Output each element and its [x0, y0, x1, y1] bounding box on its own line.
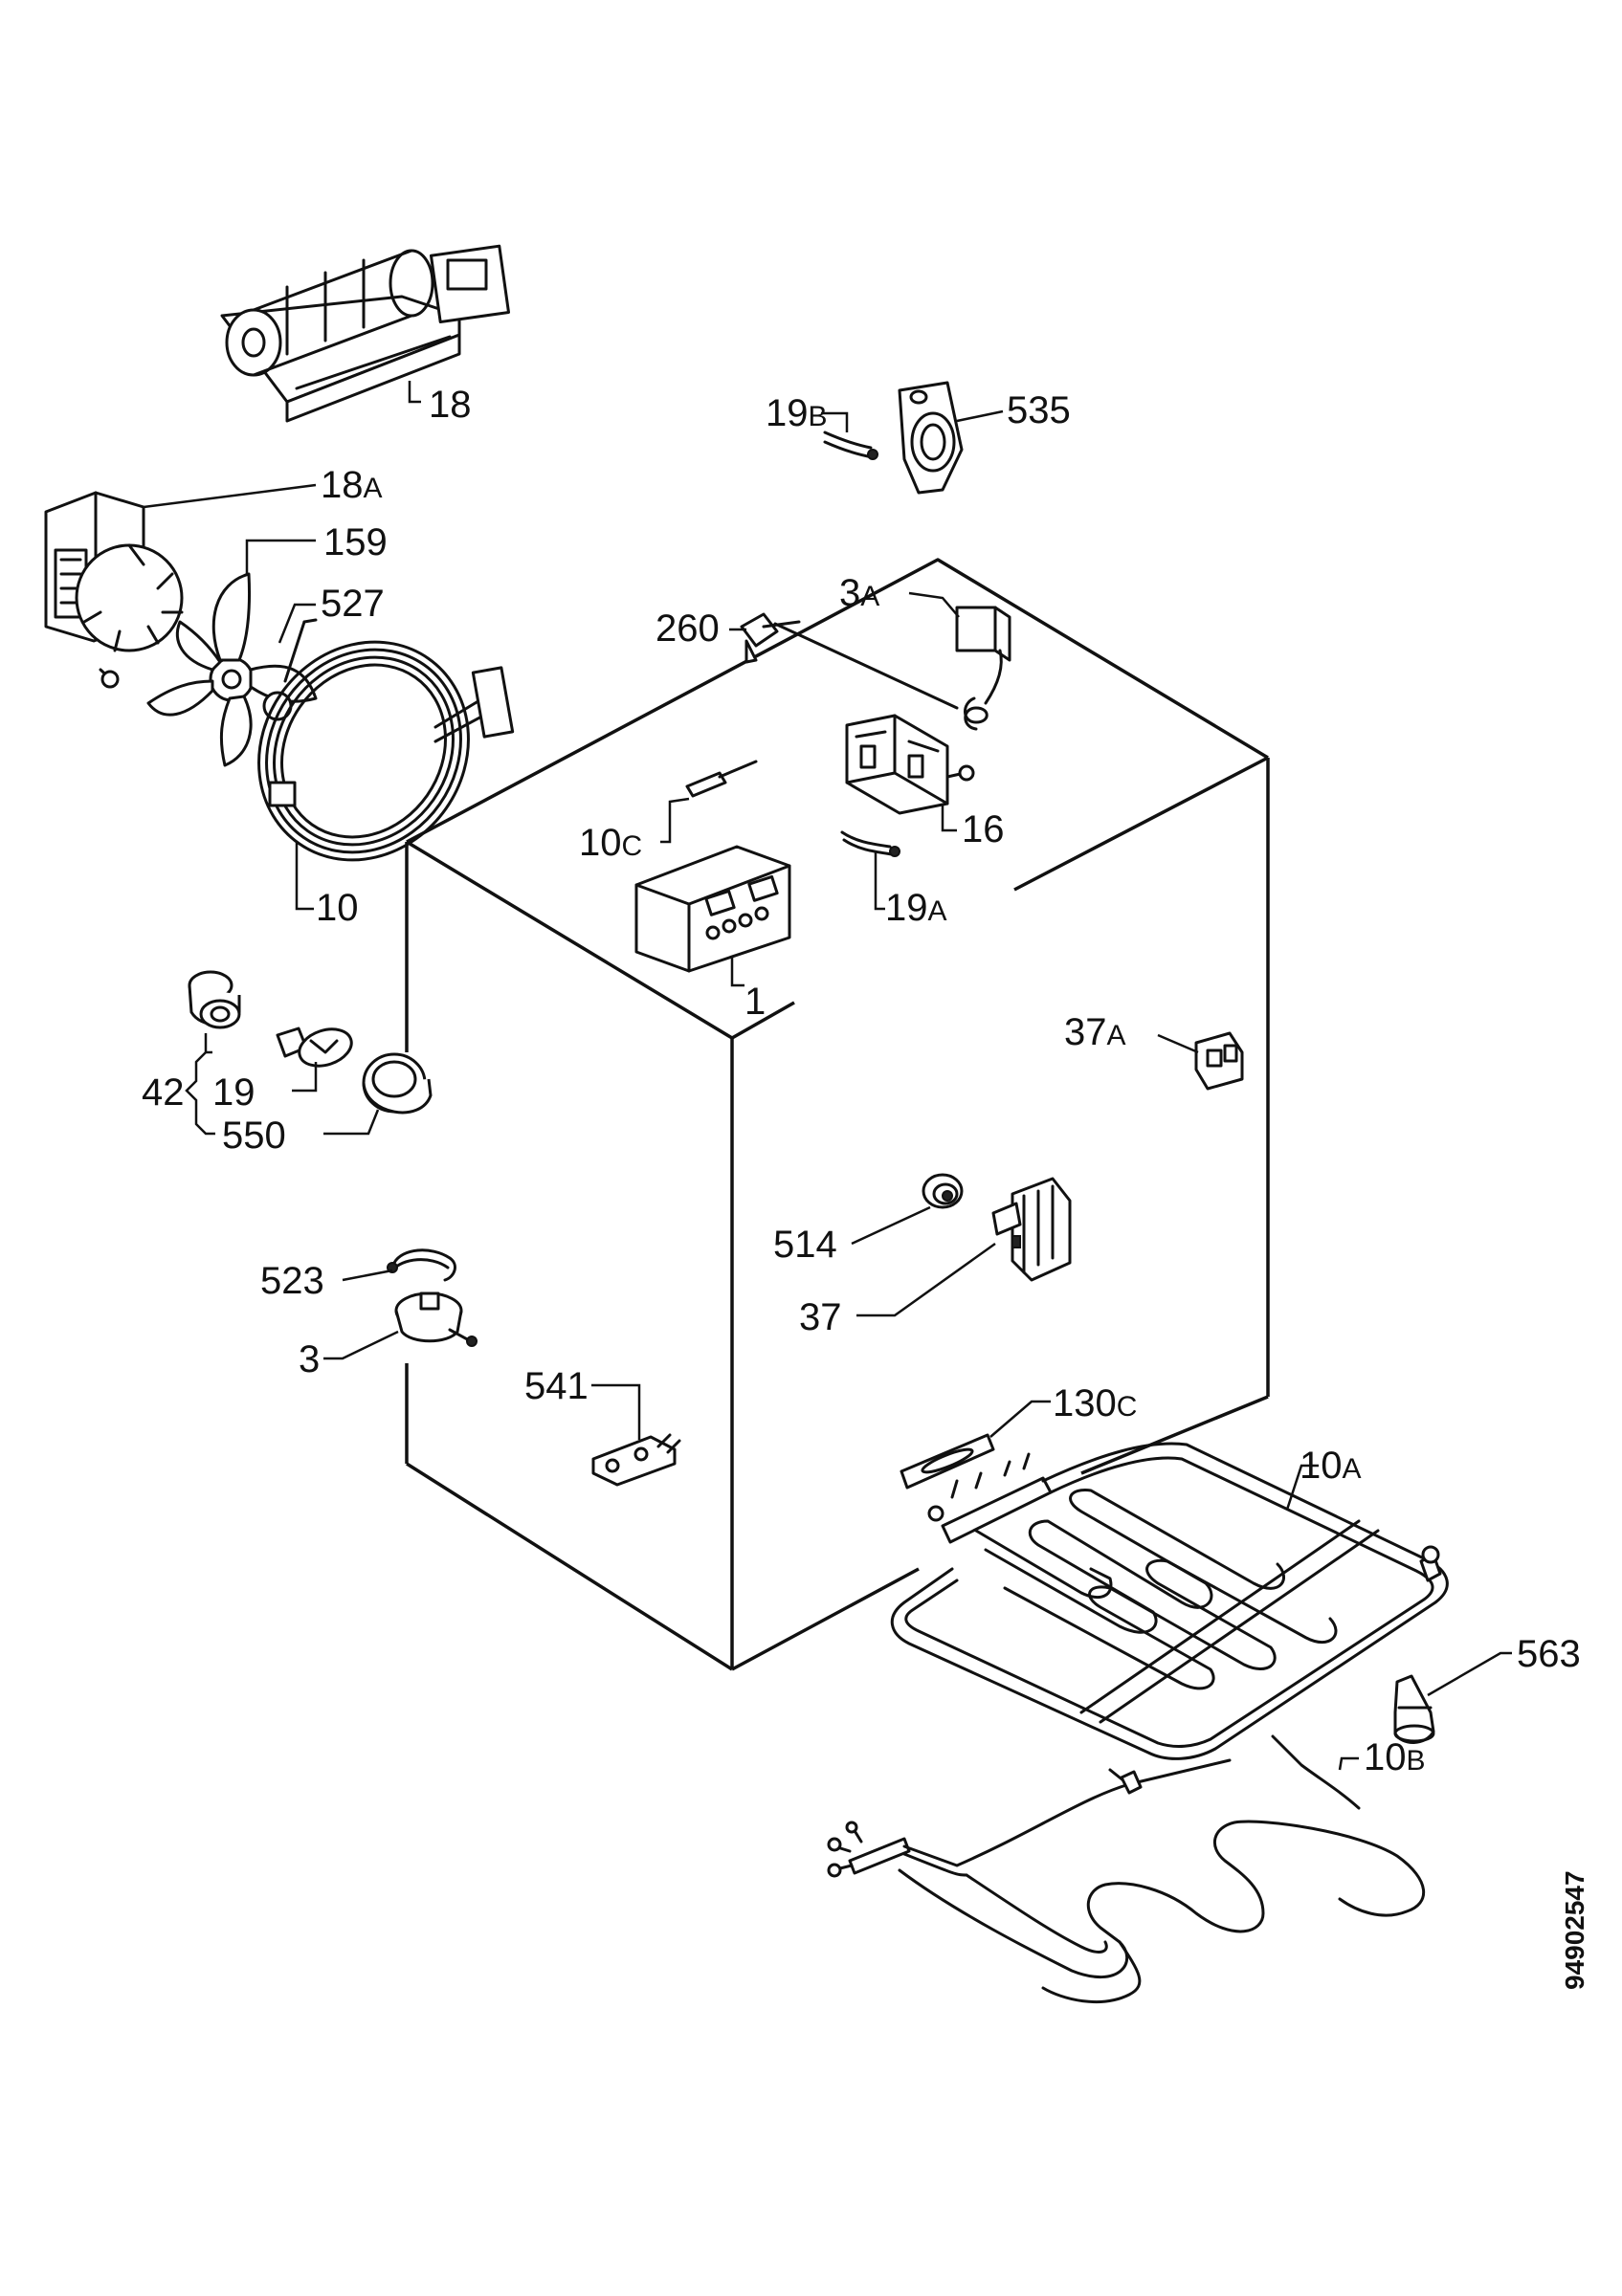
- oven-lamp-holder-part: [188, 970, 241, 1029]
- callout-130C: 130C: [1053, 1382, 1137, 1424]
- callout-3A: 3A: [839, 572, 879, 614]
- callout-563: 563: [1517, 1633, 1581, 1675]
- spacer-part: [1393, 1674, 1435, 1744]
- callout-10A: 10A: [1300, 1445, 1362, 1487]
- oven-lamp-cover-part: [362, 1052, 433, 1115]
- callout-19: 19: [212, 1071, 256, 1114]
- callout-550: 550: [222, 1115, 286, 1157]
- callout-16: 16: [962, 808, 1005, 850]
- callout-19A: 19A: [885, 887, 947, 929]
- wire-connector-part: [823, 430, 878, 460]
- callout-18: 18: [429, 384, 472, 426]
- callout-514: 514: [773, 1224, 837, 1266]
- circular-heating-element-part: [257, 640, 515, 862]
- temperature-sensor-part: [740, 612, 801, 664]
- callout-18A: 18A: [321, 464, 383, 506]
- fuse-part: [685, 760, 758, 798]
- callout-159: 159: [323, 521, 388, 563]
- grill-heating-element-part: [890, 1442, 1449, 1760]
- callout-37A: 37A: [1064, 1011, 1126, 1053]
- switch-block-part: [991, 1177, 1072, 1282]
- element-bracket-part: [900, 1433, 995, 1490]
- callout-527: 527: [321, 583, 385, 625]
- callout-19B: 19B: [766, 392, 828, 434]
- callout-10: 10: [316, 887, 359, 929]
- callout-3: 3: [299, 1338, 320, 1380]
- lamp-socket-wire-part: [840, 830, 900, 857]
- thermostat-part: [394, 1292, 478, 1347]
- door-switch-part: [1194, 1031, 1244, 1091]
- drawing-reference-number: 94902547: [1560, 1870, 1589, 1990]
- callout-1: 1: [744, 981, 766, 1023]
- oven-lamp-bulb-part: [276, 1027, 353, 1068]
- selector-switch-part: [845, 714, 975, 815]
- callout-37: 37: [799, 1296, 842, 1338]
- tangential-fan-part: [220, 244, 511, 423]
- bottom-heating-element-part: [827, 1734, 1425, 2003]
- lamp-cover-part: [898, 381, 964, 495]
- terminal-block-part: [591, 1433, 681, 1487]
- electronic-timer-part: [634, 845, 791, 973]
- callout-535: 535: [1007, 389, 1071, 431]
- callout-10B: 10B: [1364, 1736, 1426, 1778]
- thermostat-bracket-part: [387, 1248, 456, 1282]
- callout-42: 42: [142, 1071, 185, 1114]
- callout-541: 541: [524, 1365, 589, 1407]
- callout-10C: 10C: [579, 822, 642, 864]
- safety-thermostat-part: [773, 606, 1011, 731]
- callout-523: 523: [260, 1260, 324, 1302]
- oven-cabinet: [405, 558, 1270, 1671]
- fan-motor-part: [44, 491, 184, 689]
- grommet-part: [922, 1173, 964, 1209]
- fan-nut-part: [283, 618, 318, 683]
- callout-260: 260: [655, 607, 720, 650]
